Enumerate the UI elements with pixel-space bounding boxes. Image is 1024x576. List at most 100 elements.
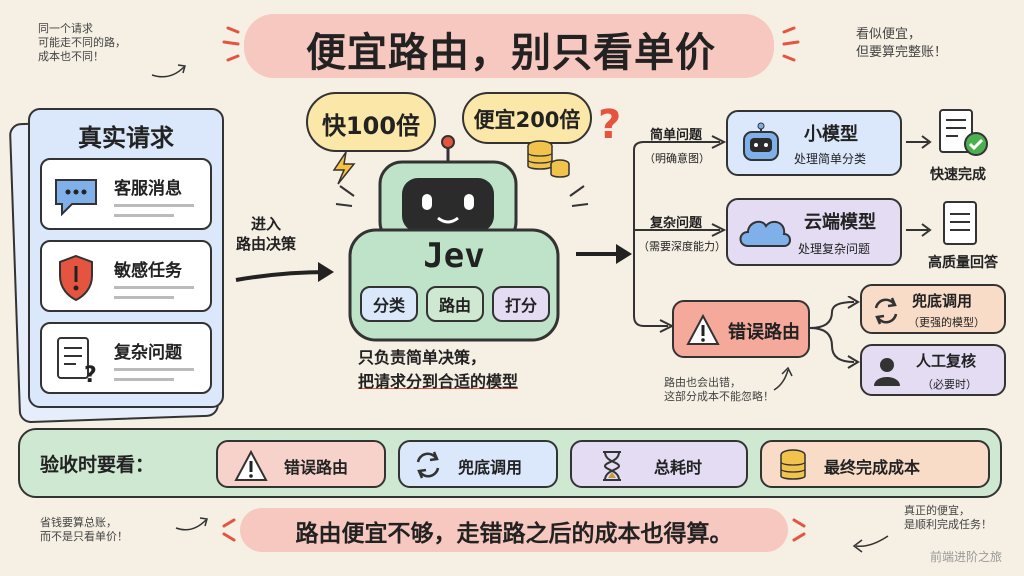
tag-score: 打分 xyxy=(492,286,550,322)
check-fallback: 兜底调用 xyxy=(398,440,558,488)
text-line xyxy=(114,378,174,381)
footer-message: 路由便宜不够，走错路之后的成本也得算。 xyxy=(295,521,733,547)
requests-title: 真实请求 xyxy=(78,124,174,152)
note-bottom-left: 省钱要算总账， 而不是只看单价！ xyxy=(40,516,128,544)
route-complex-sub: （需要深度能力） xyxy=(638,240,726,253)
request-label: 客服消息 xyxy=(114,179,182,199)
note-line: 而不是只看单价！ xyxy=(40,530,128,543)
label-line: 路由决策 xyxy=(236,235,297,253)
enter-routing-label: 进入 路由决策 xyxy=(236,214,296,254)
note-line: 成本也不同！ xyxy=(38,50,104,63)
lightning-icon xyxy=(332,151,356,185)
fallback-label: 兜底调用 xyxy=(912,292,973,310)
hourglass-icon xyxy=(603,451,621,481)
fallback-sub: （更强的模型） xyxy=(908,316,985,329)
error-route-card: 错误路由 xyxy=(672,300,810,358)
check-label: 错误路由 xyxy=(284,458,349,477)
check-total-time: 总耗时 xyxy=(570,440,748,488)
text-line xyxy=(114,286,194,289)
refresh-icon xyxy=(874,297,898,325)
note-line: 是顺利完成任务！ xyxy=(904,518,992,531)
check-final-cost: 最终完成成本 xyxy=(760,440,990,488)
note-line: 这部分成本不能忽略！ xyxy=(664,390,774,403)
note-line: 省钱要算总账， xyxy=(40,516,117,529)
cloud-model-name: 云端模型 xyxy=(804,212,876,233)
document-icon xyxy=(943,201,977,245)
cloud-icon xyxy=(739,220,791,247)
checks-bar: 验收时要看： 错误路由 兜底调用 总耗时 最终完成成本 xyxy=(18,428,1002,498)
motion-lines-icon xyxy=(569,185,589,207)
coins-icon xyxy=(527,140,570,178)
human-review-label: 人工复核 xyxy=(916,352,977,370)
sparkle-icon xyxy=(792,518,806,542)
small-model-desc: 处理简单分类 xyxy=(794,152,867,166)
person-icon xyxy=(874,358,900,386)
note-bottom-right: 真正的便宜， 是顺利完成任务！ xyxy=(904,504,992,532)
route-simple-sub: （明确意图） xyxy=(644,152,710,165)
error-branch-arrows xyxy=(809,296,860,369)
caption-line: 只负责简单决策， xyxy=(358,348,487,367)
note-line: 同一个请求 xyxy=(38,22,93,35)
note-line: 路由也会出错， xyxy=(664,376,741,389)
small-model-card: 小模型 处理简单分类 xyxy=(726,110,902,176)
request-card: ? 复杂问题 xyxy=(40,322,212,394)
arrow-left-icon xyxy=(852,535,889,553)
tag-route: 路由 xyxy=(426,286,484,322)
note-line: 看似便宜， xyxy=(856,27,922,42)
note-line: 但要算完整账！ xyxy=(856,45,948,60)
human-review-card: 人工复核 （必要时） xyxy=(860,344,1006,396)
text-line xyxy=(114,296,174,299)
warning-icon xyxy=(234,450,268,481)
router-caption: 只负责简单决策， 把请求分到合适的模型 xyxy=(358,346,518,394)
result-fast: 快速完成 xyxy=(930,167,986,183)
cheap-bubble-text: 便宜200倍 xyxy=(473,108,581,132)
shield-icon xyxy=(59,254,93,302)
fast-bubble-text: 快100倍 xyxy=(321,112,421,140)
requests-panel: 真实请求 客服消息 敏感任务 ? 复杂问题 xyxy=(28,108,224,408)
fast-bubble: 快100倍 xyxy=(306,92,436,152)
document-check-icon xyxy=(939,109,988,156)
chat-bubble-icon xyxy=(55,179,97,217)
branch-arrows xyxy=(576,135,727,333)
svg-text:?: ? xyxy=(84,363,97,386)
question-mark-icon: ? xyxy=(598,102,622,148)
check-error-route: 错误路由 xyxy=(216,440,386,488)
result-quality: 高质量回答 xyxy=(928,255,998,271)
text-line xyxy=(114,214,174,217)
title-highlight xyxy=(244,14,774,78)
text-line xyxy=(114,368,194,371)
error-route-label: 错误路由 xyxy=(728,322,800,343)
route-simple-label: 简单问题 xyxy=(650,128,703,143)
text-line xyxy=(114,204,194,207)
check-label: 总耗时 xyxy=(654,458,703,477)
request-card: 敏感任务 xyxy=(40,240,212,312)
request-card: 客服消息 xyxy=(40,158,212,230)
sparkle-icon xyxy=(222,518,236,542)
arrow-icon xyxy=(151,64,186,78)
arrow-right-icon xyxy=(906,223,932,237)
tag-classify: 分类 xyxy=(360,286,418,322)
label-line: 进入 xyxy=(251,215,282,233)
cheap-bubble: 便宜200倍 xyxy=(462,92,592,144)
robot-icon xyxy=(743,122,779,161)
arrow-up-icon xyxy=(773,366,793,391)
fallback-card: 兜底调用 （更强的模型） xyxy=(860,284,1006,334)
watermark: 前端进阶之旅 xyxy=(930,550,1003,564)
human-review-sub: （必要时） xyxy=(922,378,977,391)
cloud-model-desc: 处理复杂问题 xyxy=(798,242,871,256)
motion-lines-icon xyxy=(335,185,355,207)
note-line: 可能走不同的路， xyxy=(38,36,126,49)
sparkle-icon xyxy=(782,26,800,62)
warning-icon xyxy=(686,314,720,345)
coins-icon xyxy=(780,449,806,480)
arrow-right-icon xyxy=(235,262,334,282)
arrow-icon xyxy=(175,517,208,531)
document-question-icon: ? xyxy=(57,337,97,386)
small-model-name: 小模型 xyxy=(804,124,858,145)
arrow-right-icon xyxy=(906,135,932,149)
note-top-left: 同一个请求 可能走不同的路， 成本也不同！ xyxy=(38,22,126,64)
sparkle-icon xyxy=(222,26,240,62)
route-complex-label: 复杂问题 xyxy=(650,216,703,231)
note-top-right: 看似便宜， 但要算完整账！ xyxy=(856,26,947,62)
caption-line: 把请求分到合适的模型 xyxy=(358,372,519,391)
